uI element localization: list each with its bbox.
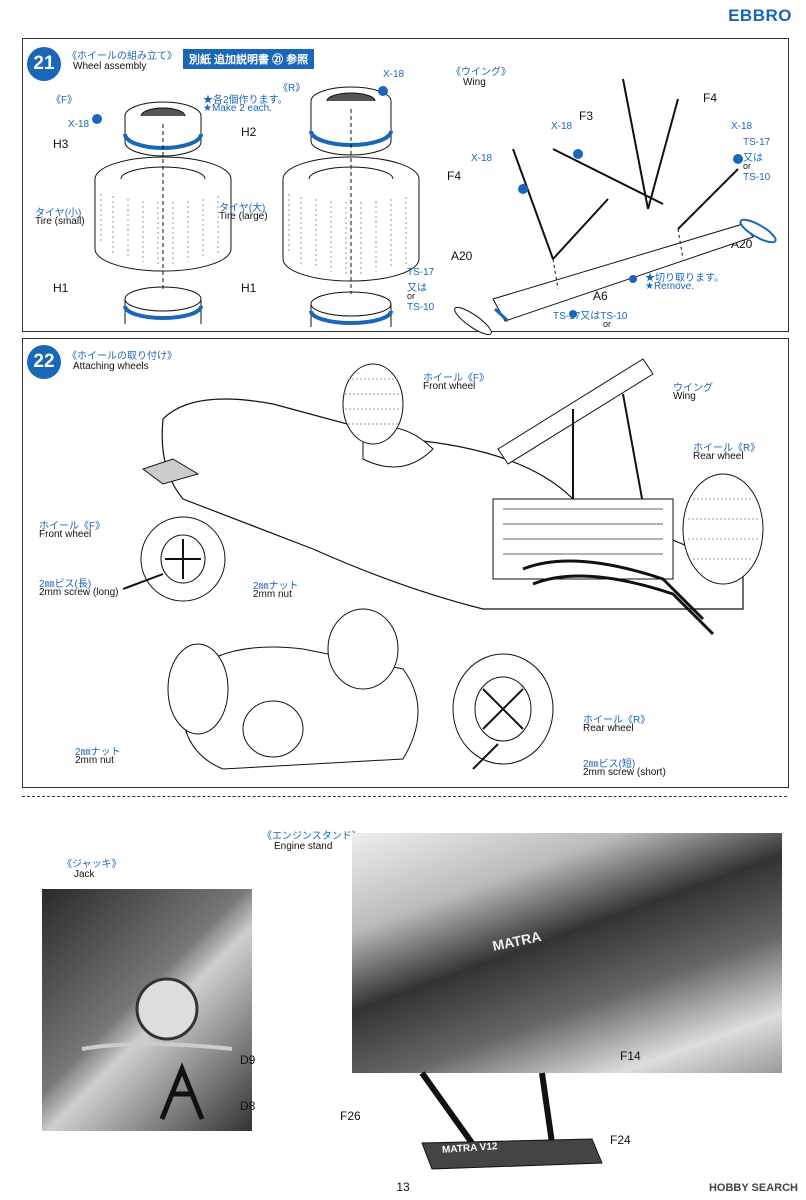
x18-label-wing-2: X-18 — [471, 153, 493, 164]
x18-paint-dot — [92, 114, 102, 124]
engine-stand-drawing — [419, 1071, 603, 1170]
front-tag: 《F》 — [51, 95, 78, 106]
f4-label-top: F4 — [703, 91, 718, 105]
f4-label-left: F4 — [447, 169, 462, 183]
or-label-right: or — [743, 161, 752, 171]
engine-photo: MATRA — [352, 833, 782, 1073]
screw-long-en: 2mm screw (long) — [39, 587, 119, 598]
wing-label-jp: ウイング — [673, 383, 713, 394]
ts17-or-ts10-bottom: TS-17又はTS-10 — [553, 311, 628, 322]
front-wheel-en-top: Front wheel — [423, 381, 476, 392]
page-number: 13 — [396, 1180, 410, 1194]
d8-label: D8 — [240, 1099, 256, 1113]
h1-label-rear: H1 — [241, 281, 257, 295]
f24-label: F24 — [610, 1133, 631, 1147]
x18-label-wing-1: X-18 — [551, 121, 573, 132]
step-21-title-en: Wheel assembly — [73, 61, 147, 72]
jack-photo — [42, 889, 252, 1131]
wing-exploded-drawing — [454, 78, 777, 336]
jack-title-jp: 《ジャッキ》 — [62, 859, 122, 870]
rear-wheel-en-bottom: Rear wheel — [583, 723, 634, 734]
front-wheel-exploded-drawing — [92, 101, 232, 324]
engine-stand-title-jp: 《エンジンスタンド》 — [262, 831, 362, 842]
wing-label-en: Wing — [673, 391, 696, 402]
rear-wheel-en-top: Rear wheel — [693, 451, 744, 462]
car-assembly-drawing — [122, 358, 764, 770]
screw-long-jp: 2㎜ビス(長) — [39, 579, 92, 590]
engine-stand-title-en: Engine stand — [274, 841, 333, 852]
tire-small-en: Tire (small) — [35, 216, 85, 227]
nut-en-top: 2mm nut — [253, 589, 292, 600]
make-two-en: ★Make 2 each. — [203, 103, 272, 114]
f14-label: F14 — [620, 1049, 641, 1063]
ts10-label-right: TS-10 — [743, 172, 771, 183]
step-22-panel: 22 《ホイールの取り付け》 Attaching wheels ホイール《F》 … — [22, 338, 789, 788]
tire-large-jp: タイヤ(大) — [219, 203, 266, 214]
jack-title-en: Jack — [74, 869, 95, 880]
ts10-label-left: TS-10 — [407, 302, 435, 313]
rear-wheel-jp-bottom: ホイール《R》 — [583, 715, 651, 726]
supplement-note: 別紙 追加説明書 ㉑ 参照 — [183, 49, 315, 69]
screw-short-en: 2mm screw (short) — [583, 767, 666, 778]
tire-large-en: Tire (large) — [219, 211, 268, 222]
rear-tag: 《R》 — [278, 83, 306, 94]
make-two-jp: ★各2個作ります。 — [203, 95, 288, 106]
x18-label-wing-3: X-18 — [731, 121, 753, 132]
a6-label: A6 — [593, 289, 608, 303]
step-21-title-jp: 《ホイールの組み立て》 — [67, 51, 177, 62]
front-wheel-jp-top: ホイール《F》 — [423, 373, 490, 384]
engine-lettering: MATRA — [490, 928, 543, 954]
front-wheel-jp-left: ホイール《F》 — [39, 521, 106, 532]
screw-short-jp: 2㎜ビス(短) — [583, 759, 636, 770]
nut-jp-bottom: 2㎜ナット — [75, 747, 121, 758]
mata-label-right: 又は — [743, 153, 763, 164]
step-number-21: 21 — [27, 47, 61, 81]
x18-label-rear: X-18 — [383, 69, 405, 80]
h2-label: H2 — [241, 125, 257, 139]
or-label-bottom: or — [603, 319, 612, 329]
or-label-left: or — [407, 291, 416, 301]
wing-title-en: Wing — [463, 77, 486, 88]
wing-title-jp: 《ウイング》 — [451, 67, 511, 78]
nut-jp-top: 2㎜ナット — [253, 581, 299, 592]
step-22-title-jp: 《ホイールの取り付け》 — [67, 351, 177, 362]
ts17-label-left: TS-17 — [407, 267, 435, 278]
tire-small-jp: タイヤ(小) — [35, 208, 82, 219]
x18-label-front: X-18 — [68, 119, 90, 130]
step-21-panel: 21 《ホイールの組み立て》 Wheel assembly 別紙 追加説明書 ㉑… — [22, 38, 789, 336]
mata-label-left: 又は — [407, 283, 427, 294]
rear-wheel-jp-top: ホイール《R》 — [693, 443, 761, 454]
h1-label-front: H1 — [53, 281, 69, 295]
remove-note-jp: ★切り取ります。 — [645, 273, 724, 284]
reference-photos-section: 《ジャッキ》 Jack 《エンジンスタンド》 Engine stand D9 D… — [22, 796, 787, 1187]
remove-note-en: ★Remove. — [645, 281, 694, 292]
front-wheel-en-left: Front wheel — [39, 529, 92, 540]
step-number-22: 22 — [27, 345, 61, 379]
brand-logo: EBBRO — [728, 6, 792, 25]
a20-label-left: A20 — [451, 249, 473, 263]
rear-wheel-exploded-drawing — [282, 86, 420, 327]
f3-label: F3 — [579, 109, 594, 123]
ts17-label-right: TS-17 — [743, 137, 771, 148]
step-22-title-en: Attaching wheels — [73, 361, 149, 372]
f26-label: F26 — [340, 1109, 361, 1123]
nut-en-bottom: 2mm nut — [75, 755, 114, 766]
watermark: HOBBY SEARCH — [708, 1182, 798, 1194]
h3-label: H3 — [53, 137, 69, 151]
d9-label: D9 — [240, 1053, 256, 1067]
